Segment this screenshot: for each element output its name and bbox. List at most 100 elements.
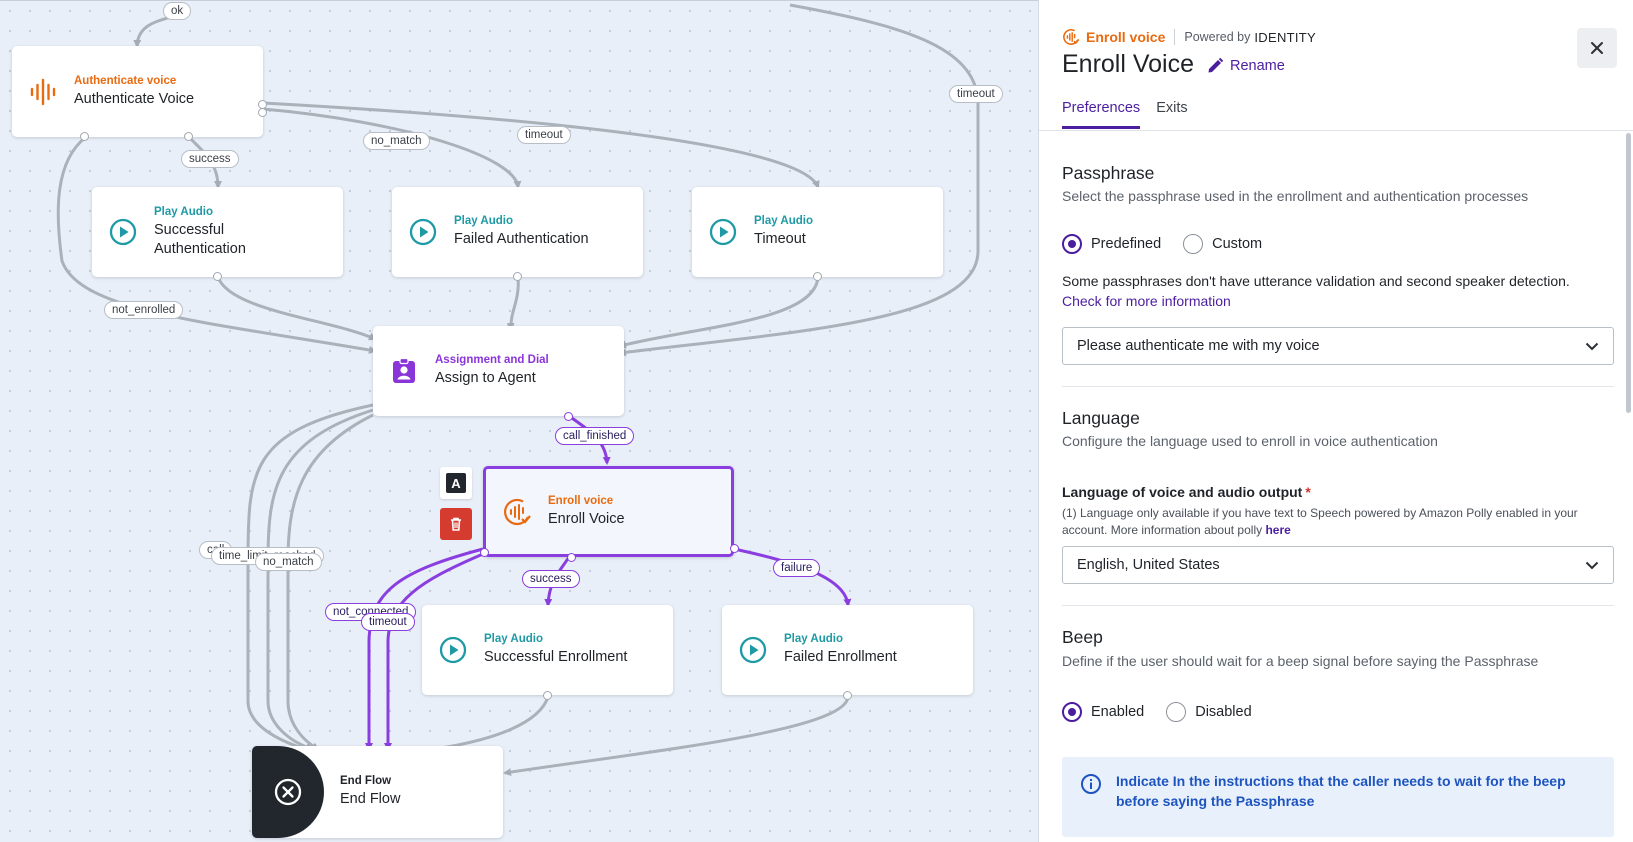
node-play-failed-authentication[interactable]: Play Audio Failed Authentication	[392, 187, 643, 281]
edge-label-no-match[interactable]: no_match	[363, 132, 430, 150]
language-note: (1) Language only available if you have …	[1062, 505, 1602, 539]
edge-label-not-enrolled[interactable]: not_enrolled	[104, 301, 184, 319]
node-type-label: Play Audio	[154, 205, 213, 218]
radio-control[interactable]	[1166, 702, 1187, 722]
radio-control[interactable]	[1183, 234, 1204, 254]
node-port[interactable]	[184, 132, 193, 141]
flow-canvas[interactable]: ok success no_match timeout timeout not_…	[0, 0, 1038, 842]
edge-label-no-match-assign[interactable]: no_match	[255, 553, 322, 571]
select-value: English, United States	[1077, 557, 1220, 573]
node-port[interactable]	[843, 691, 852, 700]
node-port[interactable]	[258, 108, 267, 117]
node-port[interactable]	[567, 553, 576, 562]
close-icon	[1591, 42, 1603, 54]
node-play-timeout[interactable]: Play Audio Timeout	[692, 187, 943, 281]
node-port[interactable]	[213, 272, 222, 281]
rename-button[interactable]: Rename	[1206, 57, 1285, 75]
node-port[interactable]	[80, 132, 89, 141]
node-port[interactable]	[730, 544, 739, 553]
close-circle-icon	[274, 778, 302, 806]
node-play-failed-enrollment[interactable]: Play Audio Failed Enrollment	[722, 605, 973, 700]
edge-timeout-enroll	[384, 552, 484, 751]
delete-node-button[interactable]	[440, 508, 472, 540]
edge-failed-enroll-to-end	[503, 696, 850, 777]
radio-control[interactable]	[1062, 702, 1082, 722]
edge-label-timeout-enroll[interactable]: timeout	[361, 613, 415, 631]
rename-tool-button[interactable]: A	[440, 467, 472, 499]
edge-label-success-enroll[interactable]: success	[522, 570, 580, 588]
node-assign-to-agent[interactable]: Assignment and Dial Assign to Agent	[373, 326, 624, 421]
language-select[interactable]: English, United States	[1062, 546, 1614, 584]
radio-label: Custom	[1212, 236, 1263, 252]
node-type-label: Enroll voice	[548, 494, 614, 507]
passphrase-select[interactable]: Please authenticate me with my voice	[1062, 327, 1614, 365]
edge-failure-enroll	[733, 547, 852, 607]
node-end-flow[interactable]: End Flow End Flow	[252, 746, 503, 838]
panel-header-meta: Enroll voice Powered by IDENTITY	[1062, 28, 1316, 46]
polly-here-link[interactable]: here	[1265, 523, 1291, 537]
divider	[1174, 29, 1176, 45]
more-info-link[interactable]: Check for more information	[1062, 293, 1231, 309]
node-type-label: Play Audio	[784, 633, 843, 645]
node-enroll-voice[interactable]: Enroll voice Enroll Voice	[480, 466, 739, 562]
node-play-successful-authentication[interactable]: Play Audio Successful Authentication	[92, 187, 343, 281]
edge-label-failure[interactable]: failure	[773, 559, 821, 577]
brand-logo: IDENTITY	[1254, 29, 1316, 45]
edge-label-success[interactable]: success	[181, 150, 239, 168]
note-text: (1) Language only available if you have …	[1062, 506, 1578, 537]
rename-label: Rename	[1230, 58, 1285, 74]
language-title: Language	[1062, 408, 1140, 428]
edge-not-connected	[365, 547, 484, 751]
field-label-text: Language of voice and audio output	[1062, 484, 1303, 500]
select-value: Please authenticate me with my voice	[1077, 338, 1320, 354]
radio-control[interactable]	[1062, 234, 1082, 254]
chevron-down-icon	[1585, 561, 1599, 569]
radio-predefined[interactable]: Predefined	[1062, 234, 1161, 254]
play-circle-icon	[108, 217, 138, 247]
node-authenticate-voice[interactable]: Authenticate voice Authenticate Voice	[12, 46, 267, 141]
radio-label: Predefined	[1091, 236, 1162, 252]
tab-preferences[interactable]: Preferences	[1062, 100, 1141, 129]
edge-label-call-finished[interactable]: call_finished	[555, 427, 635, 445]
node-name-label: Enroll Voice	[548, 510, 625, 527]
chevron-down-icon	[1585, 342, 1599, 350]
node-port[interactable]	[513, 272, 522, 281]
enroll-voice-icon	[502, 497, 532, 527]
radio-label: Enabled	[1091, 704, 1145, 720]
node-name-label: Authentication	[154, 240, 246, 257]
node-type-label: Authenticate voice	[74, 74, 177, 87]
play-circle-icon	[438, 635, 468, 665]
edge-label-timeout-right[interactable]: timeout	[949, 85, 1003, 103]
node-name-label: Failed Authentication	[454, 231, 589, 247]
edge-label-timeout[interactable]: timeout	[517, 126, 571, 144]
required-mark: *	[1305, 484, 1311, 500]
node-port[interactable]	[480, 548, 489, 557]
play-circle-icon	[408, 217, 438, 247]
panel-tabs: Preferences Exits	[1062, 100, 1204, 129]
radio-custom[interactable]: Custom	[1183, 234, 1262, 254]
edge-no-match-auth	[262, 107, 522, 189]
node-type-label: End Flow	[340, 775, 392, 787]
beep-radio-group: Enabled Disabled	[1062, 702, 1274, 722]
node-play-successful-enrollment[interactable]: Play Audio Successful Enrollment	[422, 605, 673, 700]
node-port[interactable]	[564, 412, 573, 421]
radio-enabled[interactable]: Enabled	[1062, 702, 1144, 722]
letter-a-icon: A	[446, 473, 466, 493]
properties-panel: Enroll voice Powered by IDENTITY Enroll …	[1038, 0, 1633, 842]
node-port[interactable]	[543, 691, 552, 700]
close-panel-button[interactable]	[1577, 28, 1617, 68]
edge-success-auth-to-assign	[216, 276, 377, 341]
beep-info-text: Indicate In the instructions that the ca…	[1116, 773, 1566, 809]
edge-label-ok[interactable]: ok	[163, 2, 192, 20]
beep-info-box: Indicate In the instructions that the ca…	[1062, 757, 1614, 837]
end-flow-cap	[252, 746, 324, 838]
node-name-label: Successful Enrollment	[484, 649, 628, 665]
node-port[interactable]	[813, 272, 822, 281]
tab-exits[interactable]: Exits	[1156, 100, 1188, 116]
passphrase-radio-group: Predefined Custom	[1062, 234, 1284, 254]
powered-by-label: Powered by	[1184, 30, 1251, 44]
panel-scrollbar[interactable]	[1626, 133, 1631, 413]
edge-timeout-right	[618, 3, 980, 357]
radio-disabled[interactable]: Disabled	[1166, 702, 1252, 722]
pencil-icon	[1208, 57, 1224, 73]
